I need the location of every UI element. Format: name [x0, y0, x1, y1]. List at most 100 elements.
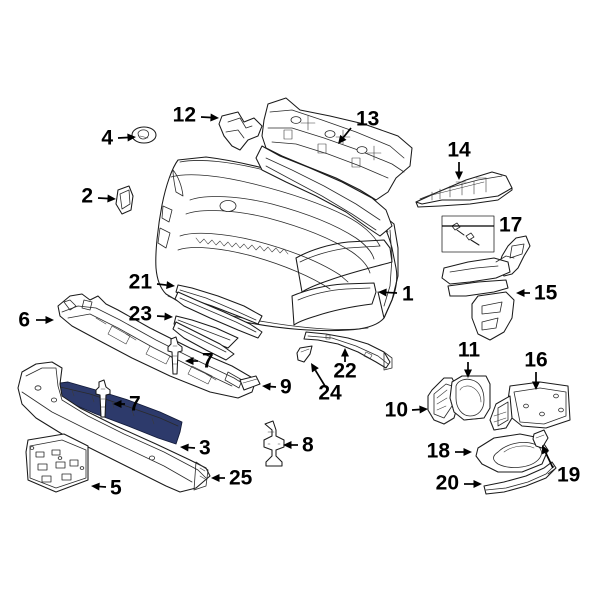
part-license-plate-bracket[interactable]	[25, 433, 89, 493]
leader-arrowhead-icon	[180, 443, 189, 452]
callout-number-2[interactable]: 2	[81, 185, 93, 208]
callout-number-25[interactable]: 25	[229, 467, 253, 490]
callout-22-side-molding-trim[interactable]: 22	[333, 348, 357, 383]
part-bumper-cover-clip[interactable]	[115, 185, 134, 215]
part-lower-valance-strip[interactable]	[483, 461, 557, 495]
callout-number-4[interactable]: 4	[101, 127, 113, 150]
leader-arrowhead-icon	[378, 288, 387, 297]
leader-arrowhead-icon	[283, 441, 292, 449]
callout-number-18[interactable]: 18	[427, 440, 451, 463]
callout-number-7[interactable]: 7	[202, 350, 214, 373]
callout-10-tow-hook-cover-bracket[interactable]: 10	[385, 399, 428, 422]
callout-21-grille-molding-strip[interactable]: 21	[129, 271, 175, 294]
leader-line	[200, 116, 211, 119]
callout-24-small-trim-clip[interactable]: 24	[311, 363, 342, 405]
part-bumper-mounting-plate[interactable]	[489, 381, 571, 431]
callout-20-lower-valance-strip[interactable]: 20	[436, 472, 482, 495]
callout-13-upper-bumper-reinforcement[interactable]: 13	[338, 108, 379, 144]
part-upper-bumper-reinforcement[interactable]	[255, 97, 413, 237]
callout-7-push-pin-retainer[interactable]: 7	[113, 393, 141, 416]
screw-icon-2	[465, 232, 480, 246]
callout-17-screw-set-box[interactable]: 17	[442, 214, 522, 237]
part-push-pin-retainer-large[interactable]	[263, 420, 285, 467]
leader-line	[314, 369, 326, 387]
leader-arrowhead-icon	[166, 281, 175, 290]
callout-3-lower-bumper-valance-highlighted[interactable]: 3	[180, 437, 211, 460]
callout-number-7[interactable]: 7	[129, 393, 141, 416]
part-tow-eye-cap-housing[interactable]	[449, 375, 491, 421]
leader-arrowhead-icon	[532, 381, 540, 390]
callout-number-11[interactable]: 11	[458, 339, 481, 362]
callout-number-24[interactable]: 24	[318, 382, 342, 405]
callout-1-front-bumper-cover[interactable]: 1	[378, 283, 414, 306]
leader-arrowhead-icon	[185, 357, 194, 365]
callout-number-8[interactable]: 8	[302, 434, 314, 457]
callout-number-6[interactable]: 6	[18, 309, 30, 332]
part-tow-hook-cover[interactable]	[475, 433, 549, 473]
callout-number-1[interactable]: 1	[402, 283, 414, 306]
part-emblem-grommet[interactable]	[131, 126, 157, 144]
callout-number-12[interactable]: 12	[173, 104, 196, 127]
part-grille-upper-trim[interactable]	[218, 111, 263, 151]
callout-12-grille-upper-trim[interactable]: 12	[173, 104, 219, 127]
callout-number-19[interactable]: 19	[557, 464, 580, 487]
callout-number-15[interactable]: 15	[534, 282, 558, 305]
callout-25-bumper-impact-bar[interactable]: 25	[211, 467, 253, 490]
callout-18-tow-hook-cover[interactable]: 18	[427, 440, 472, 463]
leader-line	[156, 283, 167, 286]
part-side-mounting-bracket[interactable]	[441, 235, 531, 341]
leader-arrowhead-icon	[338, 134, 347, 144]
leader-arrowhead-icon	[419, 405, 428, 414]
leader-line	[97, 197, 108, 200]
leader-arrowhead-icon	[463, 448, 472, 456]
callout-number-16[interactable]: 16	[524, 349, 547, 372]
callout-11-tow-eye-cap-housing[interactable]: 11	[458, 339, 481, 378]
part-lower-grille-molding[interactable]	[172, 315, 239, 361]
callout-number-10[interactable]: 10	[385, 399, 408, 422]
part-engine-splash-shield[interactable]	[57, 293, 257, 399]
callout-number-20[interactable]: 20	[436, 472, 459, 495]
leader-arrowhead-icon	[164, 312, 173, 321]
part-small-trim-clip[interactable]	[296, 345, 313, 363]
callout-14-side-bracket-left[interactable]: 14	[447, 139, 471, 180]
part-push-pin-retainer-a[interactable]	[167, 336, 183, 375]
callout-8-push-pin-retainer-large[interactable]: 8	[283, 434, 314, 457]
part-bumper-impact-bar[interactable]	[17, 361, 211, 493]
callout-16-bumper-mounting-plate[interactable]: 16	[524, 349, 548, 390]
callout-number-13[interactable]: 13	[356, 108, 379, 131]
part-tow-hook-cover-bracket[interactable]	[427, 377, 459, 425]
part-push-pin-retainer-b[interactable]	[95, 379, 111, 418]
callout-23-lower-grille-molding[interactable]: 23	[129, 303, 173, 326]
leader-arrowhead-icon	[455, 171, 463, 180]
leader-arrowhead-icon	[45, 316, 54, 324]
leader-arrowhead-icon	[127, 133, 136, 142]
callout-number-23[interactable]: 23	[129, 303, 152, 326]
callout-6-engine-splash-shield[interactable]: 6	[18, 309, 54, 332]
part-small-spacer-pad[interactable]	[239, 375, 261, 391]
callout-number-17[interactable]: 17	[499, 214, 522, 237]
callout-19-small-retainer-clip[interactable]: 19	[542, 445, 580, 487]
callout-9-small-spacer-pad[interactable]: 9	[262, 376, 292, 399]
callout-2-bumper-cover-clip[interactable]: 2	[81, 185, 116, 208]
callout-number-5[interactable]: 5	[110, 477, 122, 500]
callout-5-license-plate-bracket[interactable]: 5	[91, 477, 122, 500]
part-side-molding-trim[interactable]	[303, 331, 393, 371]
part-grille-molding-strip[interactable]	[174, 284, 263, 339]
leader-arrowhead-icon	[211, 474, 220, 482]
callout-number-22[interactable]: 22	[333, 360, 356, 383]
callout-4-emblem-grommet[interactable]: 4	[101, 127, 136, 150]
callout-number-14[interactable]: 14	[447, 139, 471, 162]
callout-number-9[interactable]: 9	[280, 376, 292, 399]
part-small-retainer-clip[interactable]	[532, 429, 549, 449]
callout-number-21[interactable]: 21	[129, 271, 153, 294]
callout-15-side-mounting-bracket[interactable]: 15	[516, 282, 558, 305]
part-screw-set-box[interactable]	[441, 215, 495, 253]
leader-arrowhead-icon	[262, 382, 271, 391]
part-side-bracket-left[interactable]	[415, 171, 513, 208]
leader-arrowhead-icon	[473, 480, 482, 488]
callout-number-3[interactable]: 3	[199, 437, 211, 460]
callout-7-push-pin-retainer[interactable]: 7	[185, 350, 214, 373]
leader-line	[342, 127, 352, 138]
